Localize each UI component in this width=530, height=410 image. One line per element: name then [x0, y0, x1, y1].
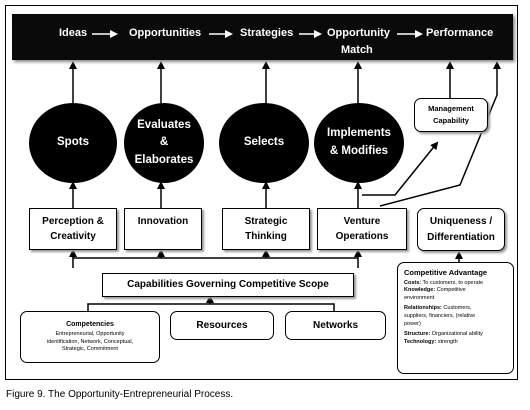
perception-label-1: Perception &	[42, 215, 104, 227]
advantage-relationships: Relationships: Customers,	[404, 305, 483, 313]
perception-creativity-box: Perception & Creativity	[29, 208, 117, 250]
process-flow-bar	[12, 14, 513, 60]
advantage-relationships-2: suppliers, financiers, (relative	[404, 313, 476, 320]
evaluates-label-3: Elaborates	[134, 153, 194, 166]
strategic-label-2: Thinking	[245, 231, 287, 242]
competencies-title: Competencies	[66, 321, 114, 329]
spots-circle: Spots	[29, 103, 117, 183]
uniqueness-label-1: Uniqueness /	[429, 216, 493, 227]
scope-label: Capabilities Governing Competitive Scope	[127, 279, 329, 291]
venture-label-1: Venture	[343, 215, 381, 227]
implements-label-2: & Modifies	[329, 145, 389, 157]
costs-value: To customers, to operate	[421, 279, 484, 286]
management-capability-box: Management Capability	[414, 98, 488, 132]
relationships-value: Customers,	[441, 305, 472, 312]
advantage-technology: Technology: strength	[404, 339, 483, 347]
advantage-title: Competitive Advantage	[404, 268, 488, 277]
advantage-knowledge: Knowledge: Competitive	[404, 287, 483, 295]
flow-performance: Performance	[426, 27, 494, 39]
line-venture-to-management	[362, 141, 439, 196]
competencies-line-2: identification, Network, Conceptual,	[46, 338, 134, 345]
competencies-box: Competencies Entrepreneurial, Opportunit…	[20, 311, 160, 363]
advantage-relationships-3: power)	[404, 321, 421, 328]
management-label-2: Capability	[433, 116, 469, 125]
venture-operations-box: Venture Operations	[317, 208, 407, 250]
competencies-line-3: Strategic, Commitment	[62, 346, 118, 353]
innovation-box: Innovation	[124, 208, 202, 250]
advantage-structure: Structure: Organizational ability	[404, 331, 483, 339]
implements-label-1: Implements	[327, 127, 391, 140]
innovation-label: Innovation	[137, 216, 189, 227]
advantage-costs: Costs: To customers, to operate	[404, 280, 483, 288]
flow-strategies: Strategies	[240, 27, 294, 39]
uniqueness-differentiation-box: Uniqueness / Differentiation	[417, 208, 505, 251]
flow-opportunity: Opportunity	[327, 27, 390, 39]
knowledge-key: Knowledge:	[404, 287, 436, 294]
resources-label: Resources	[196, 319, 248, 331]
selects-label: Selects	[243, 136, 285, 149]
selects-circle: Selects	[219, 103, 309, 183]
resources-box: Resources	[170, 311, 274, 340]
technology-key: Technology:	[404, 339, 437, 346]
flow-match: Match	[341, 44, 373, 56]
connector-resource-bus	[87, 303, 335, 311]
advantage-knowledge-2: environment	[404, 295, 435, 302]
uniqueness-label-2: Differentiation	[427, 231, 495, 243]
connector-scope-bus	[72, 257, 359, 268]
perception-label-2: Creativity	[50, 231, 96, 242]
advantage-details: Costs: To customers, to operate Knowledg…	[404, 280, 483, 348]
technology-value: strength	[436, 339, 458, 346]
competencies-line-1: Entrepreneurial, Opportunity	[55, 331, 125, 338]
flow-ideas: Ideas	[59, 27, 88, 39]
evaluates-label-2: &	[159, 136, 169, 149]
evaluates-label-1: Evaluates	[137, 119, 191, 132]
strategic-label-1: Strategic	[244, 215, 288, 227]
structure-value: Organizational ability	[430, 331, 483, 338]
knowledge-value: Competitive	[435, 287, 466, 294]
figure-caption: Figure 9. The Opportunity-Entrepreneuria…	[6, 389, 234, 400]
competitive-advantage-box: Competitive Advantage Costs: To customer…	[397, 262, 514, 374]
competitive-scope-box: Capabilities Governing Competitive Scope	[102, 273, 354, 297]
flow-opportunities: Opportunities	[129, 27, 202, 39]
spots-label: Spots	[57, 136, 89, 149]
line-uniqueness-to-performance	[379, 61, 501, 207]
venture-label-2: Operations	[335, 231, 389, 242]
relationships-key: Relationships:	[404, 305, 442, 312]
costs-key: Costs:	[404, 279, 422, 286]
strategic-thinking-box: Strategic Thinking	[222, 208, 310, 250]
implements-circle: Implements & Modifies	[314, 103, 404, 183]
evaluates-circle: Evaluates & Elaborates	[124, 103, 204, 183]
management-label-1: Management	[428, 104, 474, 114]
networks-box: Networks	[285, 311, 386, 340]
structure-key: Structure:	[404, 331, 431, 338]
networks-label: Networks	[312, 319, 358, 331]
